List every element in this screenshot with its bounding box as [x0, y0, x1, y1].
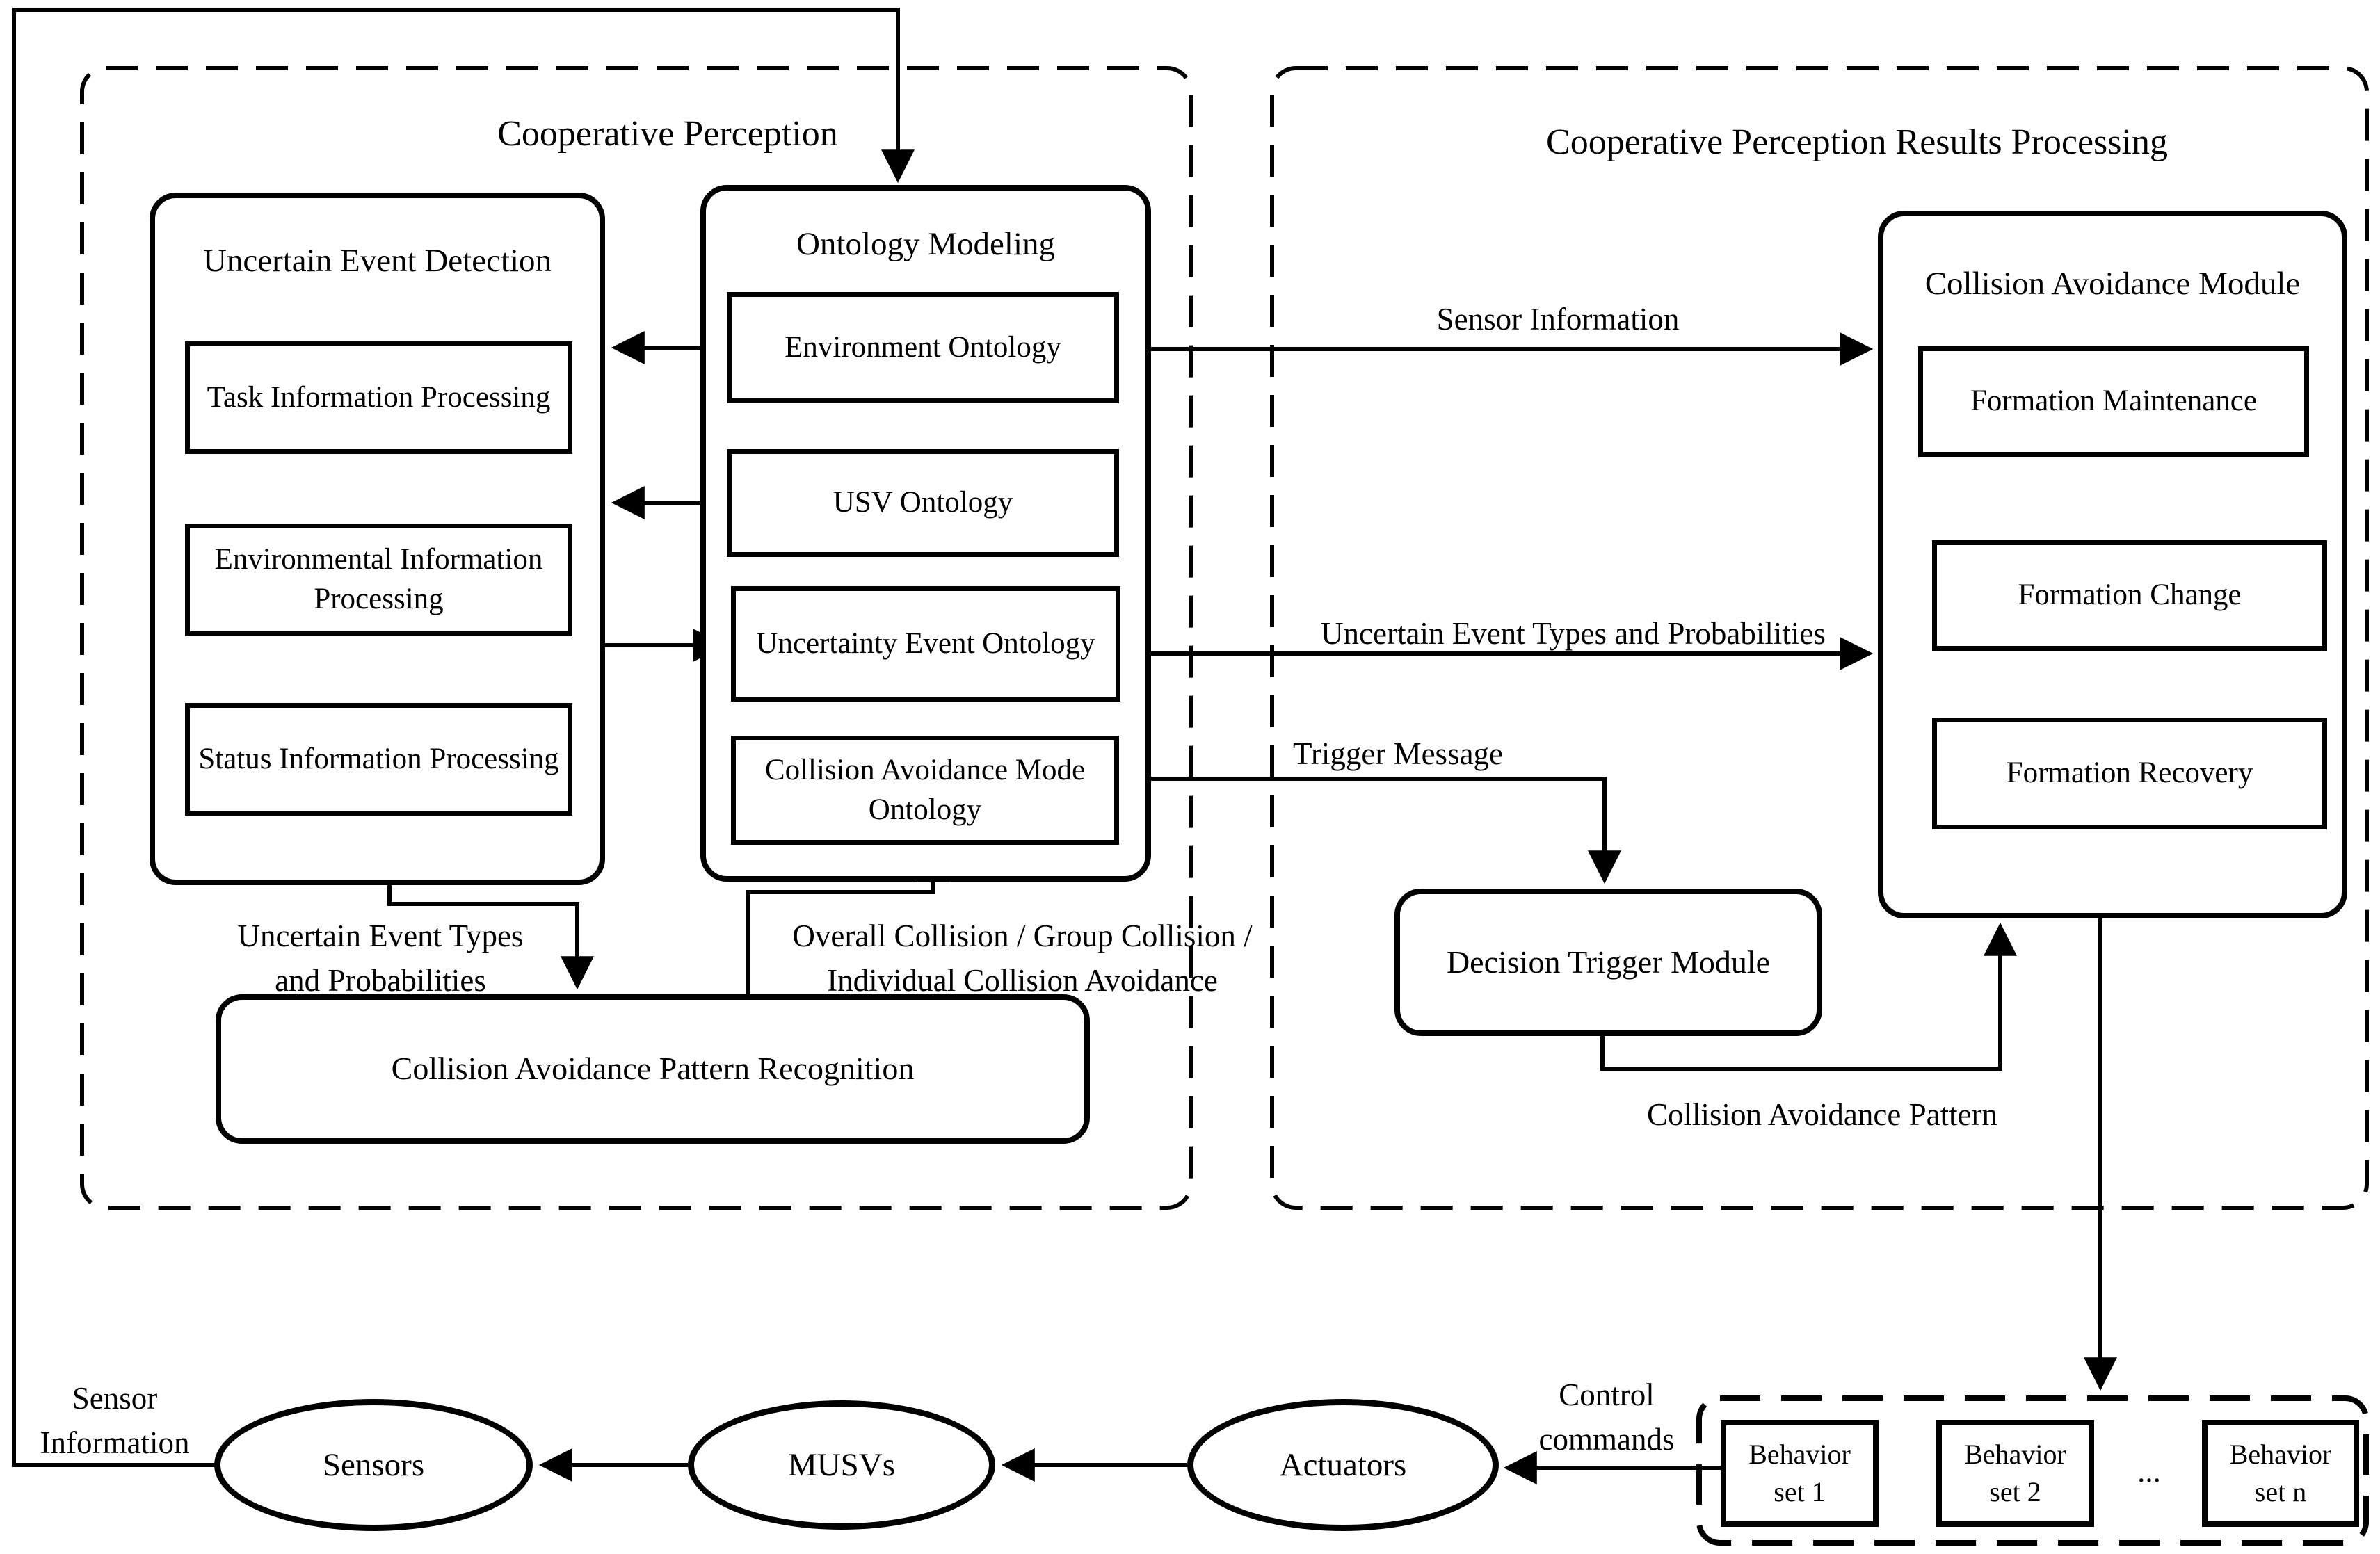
formation-recovery-box: Formation Recovery: [1932, 718, 2327, 829]
decision-trigger-module-box: Decision Trigger Module: [1394, 889, 1822, 1036]
uncertainty-event-ontology-box: Uncertainty Event Ontology: [731, 586, 1120, 702]
uncertain-event-types-edge-label: Uncertain Event Types and Probabilities: [1321, 616, 1826, 651]
behavior-sets-ellipsis: ...: [2137, 1454, 2161, 1489]
collision-avoidance-module-title: Collision Avoidance Module: [1924, 266, 2301, 302]
collision-avoidance-pattern-edge-label: Collision Avoidance Pattern: [1646, 1097, 1998, 1132]
sensor-information-edge-label: Sensor Information: [1436, 302, 1680, 337]
left-panel-title: Cooperative Perception: [497, 114, 838, 154]
musvs-ellipse: MUSVs: [688, 1400, 995, 1530]
environment-ontology-box: Environment Ontology: [727, 292, 1119, 403]
sensors-ellipse: Sensors: [214, 1399, 533, 1531]
control-commands-edge-label: Control commands: [1538, 1377, 1675, 1457]
edge-detection-to-pattern-recognition: [387, 885, 594, 990]
edge-sensor-feedback-loop: [12, 8, 915, 1467]
behavior-sets-container: [1696, 1395, 2369, 1546]
cooperative-perception-container: [80, 66, 1193, 1210]
behavior-set-1-box: Behavior set 1: [1721, 1420, 1879, 1527]
right-panel-title: Cooperative Perception Results Processin…: [1546, 122, 2168, 162]
behavior-set-2-box: Behavior set 2: [1936, 1420, 2094, 1527]
collision-avoidance-mode-ontology-box: Collision Avoidance Mode Ontology: [731, 736, 1119, 845]
collision-avoidance-pattern-recognition-box: Collision Avoidance Pattern Recognition: [216, 994, 1090, 1144]
task-information-processing-box: Task Information Processing: [185, 341, 572, 454]
behavior-set-n-box: Behavior set n: [2202, 1420, 2359, 1527]
formation-change-box: Formation Change: [1932, 540, 2327, 651]
edge-trigger-message: [1119, 777, 1621, 884]
edge-collision-avoidance-pattern: [1600, 922, 2017, 1071]
ontology-modeling-title: Ontology Modeling: [796, 226, 1056, 262]
results-processing-container: [1270, 66, 2369, 1210]
sensor-information-loop-label: Sensor Information: [40, 1381, 190, 1460]
uncertain-event-detection-title: Uncertain Event Detection: [202, 243, 552, 279]
formation-maintenance-box: Formation Maintenance: [1918, 346, 2309, 457]
usv-ontology-box: USV Ontology: [727, 449, 1119, 557]
overall-collision-label: Overall Collision / Group Collision / In…: [792, 918, 1253, 998]
actuators-ellipse: Actuators: [1187, 1399, 1499, 1531]
trigger-message-edge-label: Trigger Message: [1292, 736, 1504, 771]
uncertain-event-types-label: Uncertain Event Types and Probabilities: [237, 918, 524, 998]
status-information-processing-box: Status Information Processing: [185, 703, 572, 816]
environmental-information-processing-box: Environmental Information Processing: [185, 524, 572, 636]
